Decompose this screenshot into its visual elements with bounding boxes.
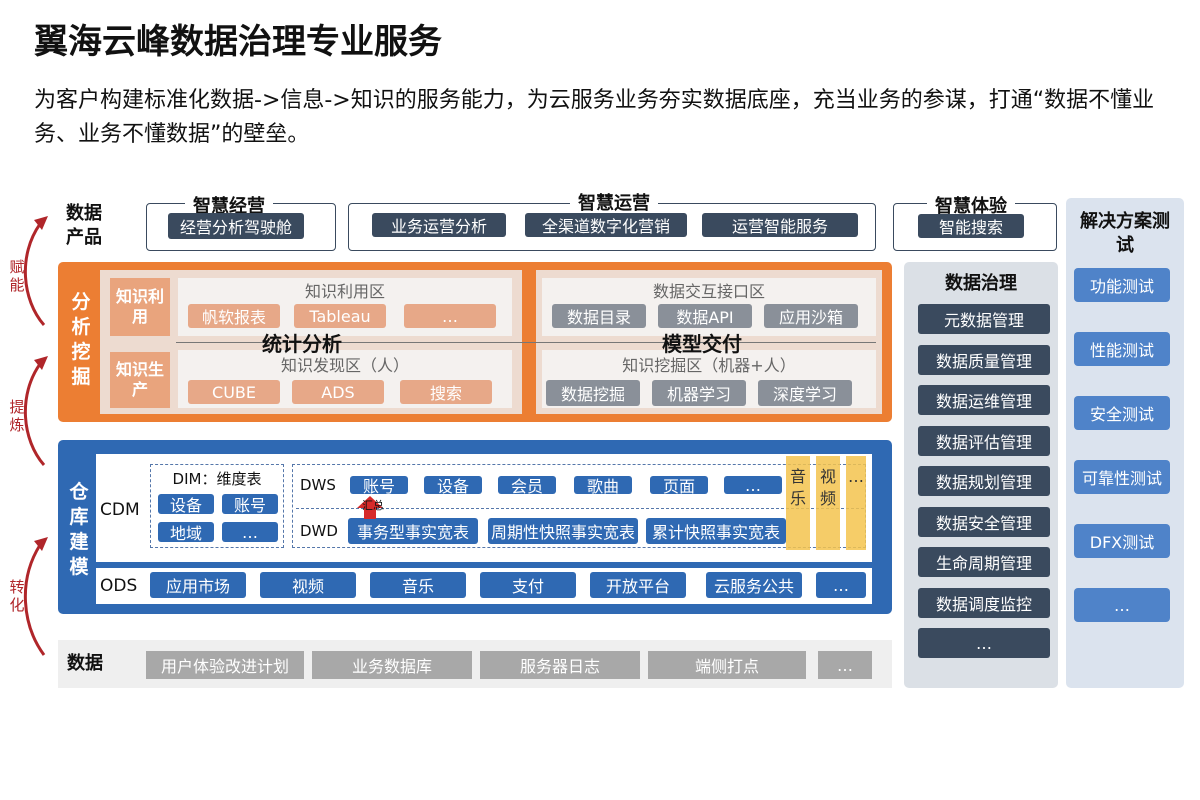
products-label: 数据产品: [66, 203, 102, 248]
dwd-item-periodic-snapshot[interactable]: 周期性快照事实宽表: [488, 518, 638, 544]
label-statistical-analysis: 统计分析: [262, 332, 342, 356]
dws-item-device[interactable]: 设备: [424, 476, 482, 494]
governance-item[interactable]: 数据质量管理: [918, 344, 1050, 375]
cdm-label: CDM: [100, 500, 140, 520]
ods-label: ODS: [100, 576, 138, 596]
product-business-cockpit[interactable]: 经营分析驾驶舱: [168, 213, 304, 239]
ods-item-more[interactable]: …: [816, 572, 866, 598]
testing-item[interactable]: …: [1074, 588, 1170, 622]
testing-item[interactable]: 功能测试: [1074, 268, 1170, 302]
refine-arrow: [23, 363, 46, 466]
zone-title-knowledge-discovery: 知识发现区（人）: [280, 356, 409, 375]
zone-title-data-interface: 数据交互接口区: [652, 282, 765, 301]
product-operation-analysis[interactable]: 业务运营分析: [372, 213, 506, 237]
governance-item[interactable]: 元数据管理: [918, 304, 1050, 334]
zone-title-knowledge-use: 知识利用区: [304, 282, 385, 301]
analysis-divider: [176, 342, 876, 343]
item-tableau[interactable]: Tableau: [294, 304, 386, 328]
data-item-more[interactable]: …: [818, 651, 872, 679]
data-item-ux-plan[interactable]: 用户体验改进计划: [146, 651, 304, 679]
testing-item[interactable]: DFX测试: [1074, 524, 1170, 558]
item-app-sandbox[interactable]: 应用沙箱: [764, 304, 858, 328]
group-title-experience: 智慧体验: [927, 192, 1015, 218]
summary-label: 汇总: [362, 499, 384, 512]
warehouse-label: 仓库建模: [69, 481, 89, 578]
governance-item[interactable]: 数据规划管理: [918, 466, 1050, 496]
item-machine-learning[interactable]: 机器学习: [652, 380, 746, 406]
label-model-delivery: 模型交付: [662, 332, 742, 356]
governance-title: 数据治理: [945, 273, 1017, 294]
summary-up-arrow: [357, 496, 383, 519]
product-omni-marketing[interactable]: 全渠道数字化营销: [525, 213, 687, 237]
product-smart-search[interactable]: 智能搜索: [918, 214, 1024, 238]
transform-arrow: [23, 544, 46, 656]
dim-item-account[interactable]: 账号: [222, 494, 278, 514]
vertical-item-more[interactable]: …: [846, 456, 866, 550]
dws-item-more[interactable]: …: [724, 476, 782, 494]
page-subtitle: 为客户构建标准化数据->信息->知识的服务能力，为云服务业务夯实数据底座，充当业…: [34, 88, 1155, 147]
dwd-item-cumulative-snapshot[interactable]: 累计快照事实宽表: [646, 518, 786, 544]
testing-item[interactable]: 安全测试: [1074, 396, 1170, 430]
ods-item-open-platform[interactable]: 开放平台: [590, 572, 686, 598]
item-cube[interactable]: CUBE: [188, 380, 280, 404]
governance-item[interactable]: 数据评估管理: [918, 425, 1050, 456]
ods-item-video[interactable]: 视频: [260, 572, 356, 598]
dwd-label: DWD: [300, 522, 338, 540]
dws-item-member[interactable]: 会员: [498, 476, 556, 494]
dws-item-page[interactable]: 页面: [650, 476, 708, 494]
dws-item-song[interactable]: 歌曲: [574, 476, 632, 494]
ods-item-payment[interactable]: 支付: [480, 572, 576, 598]
governance-item[interactable]: 数据调度监控: [918, 587, 1050, 618]
governance-item[interactable]: 数据安全管理: [918, 506, 1050, 537]
dws-item-account[interactable]: 账号: [350, 476, 408, 494]
product-operation-intelligence[interactable]: 运营智能服务: [702, 213, 858, 237]
item-data-api[interactable]: 数据API: [658, 304, 752, 328]
label-transform: 转化: [9, 578, 25, 614]
dws-dwd-divider: [296, 508, 864, 509]
ods-item-music[interactable]: 音乐: [370, 572, 466, 598]
analysis-label: 分析挖掘: [71, 291, 91, 388]
data-label: 数据: [67, 653, 103, 674]
item-data-catalog[interactable]: 数据目录: [552, 304, 646, 328]
governance-item[interactable]: 生命周期管理: [918, 547, 1050, 577]
item-more-knowledge-use[interactable]: …: [404, 304, 496, 328]
item-data-mining[interactable]: 数据挖掘: [546, 380, 640, 406]
item-finereport[interactable]: 帆软报表: [188, 304, 280, 328]
page-title: 翼海云峰数据治理专业服务: [34, 22, 442, 62]
dim-title: DIM：维度表: [172, 470, 262, 488]
row-label-knowledge-production: 知识生产: [110, 352, 170, 408]
testing-title: 解决方案测试: [1080, 211, 1170, 256]
dim-box: [150, 464, 284, 548]
row-label-knowledge-use: 知识利用: [110, 278, 170, 336]
zone-title-knowledge-mining: 知识挖掘区（机器+人）: [622, 356, 796, 375]
vertical-item-video[interactable]: 视频: [816, 456, 840, 550]
data-item-device-tracking[interactable]: 端侧打点: [648, 651, 806, 679]
testing-item[interactable]: 可靠性测试: [1074, 460, 1170, 494]
label-refine: 提炼: [9, 398, 25, 434]
dim-item-device[interactable]: 设备: [158, 494, 214, 514]
group-title-operation: 智慧运营: [570, 189, 658, 215]
vertical-item-music[interactable]: 音乐: [786, 456, 810, 550]
dim-item-region[interactable]: 地域: [158, 522, 214, 542]
ods-item-app-market[interactable]: 应用市场: [150, 572, 246, 598]
dws-label: DWS: [300, 476, 336, 494]
empower-arrow: [23, 223, 46, 326]
left-arrows: [23, 216, 48, 656]
data-item-business-db[interactable]: 业务数据库: [312, 651, 472, 679]
governance-item[interactable]: …: [918, 628, 1050, 658]
item-ads[interactable]: ADS: [292, 380, 384, 404]
ods-item-cloud-public[interactable]: 云服务公共: [706, 572, 802, 598]
item-search[interactable]: 搜索: [400, 380, 492, 404]
testing-item[interactable]: 性能测试: [1074, 332, 1170, 366]
item-deep-learning[interactable]: 深度学习: [758, 380, 852, 406]
governance-item[interactable]: 数据运维管理: [918, 385, 1050, 415]
dwd-item-transaction[interactable]: 事务型事实宽表: [348, 518, 478, 544]
dim-item-more[interactable]: …: [222, 522, 278, 542]
label-empower: 赋能: [9, 258, 25, 294]
data-item-server-log[interactable]: 服务器日志: [480, 651, 640, 679]
